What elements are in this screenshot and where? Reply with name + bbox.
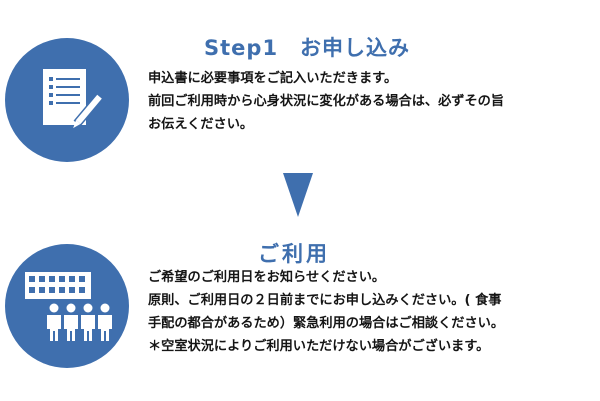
step1-line: お伝えください。 xyxy=(148,117,254,132)
step2-line: 手配の都合があるため）緊急利用の場合はご相談ください。 xyxy=(148,316,505,331)
step2-description: ご希望のご利用日をお知らせください。 原則、ご利用日の２日前までにお申し込みくだ… xyxy=(148,266,504,358)
down-triangle-arrow-icon xyxy=(283,173,313,217)
step1-line: 前回ご利用時から心身状況に変化がある場合は、必ずその旨 xyxy=(148,94,505,109)
step1-title: Step1 お申し込み xyxy=(204,36,411,60)
step1-line: 申込書に必要事項をご記入いただきます。 xyxy=(148,71,398,86)
step2-line: ＊空室状況によりご利用いただけない場合がございます。 xyxy=(148,339,490,354)
step2-line: 原則、ご利用日の２日前までにお申し込みください。( 食事 xyxy=(148,293,502,308)
building-people-icon xyxy=(5,244,129,368)
step2-title: ご利用 xyxy=(258,242,330,266)
document-pen-icon xyxy=(5,38,129,162)
step1-description: 申込書に必要事項をご記入いただきます。 前回ご利用時から心身状況に変化がある場合… xyxy=(148,67,504,136)
step2-line: ご希望のご利用日をお知らせください。 xyxy=(148,270,386,285)
